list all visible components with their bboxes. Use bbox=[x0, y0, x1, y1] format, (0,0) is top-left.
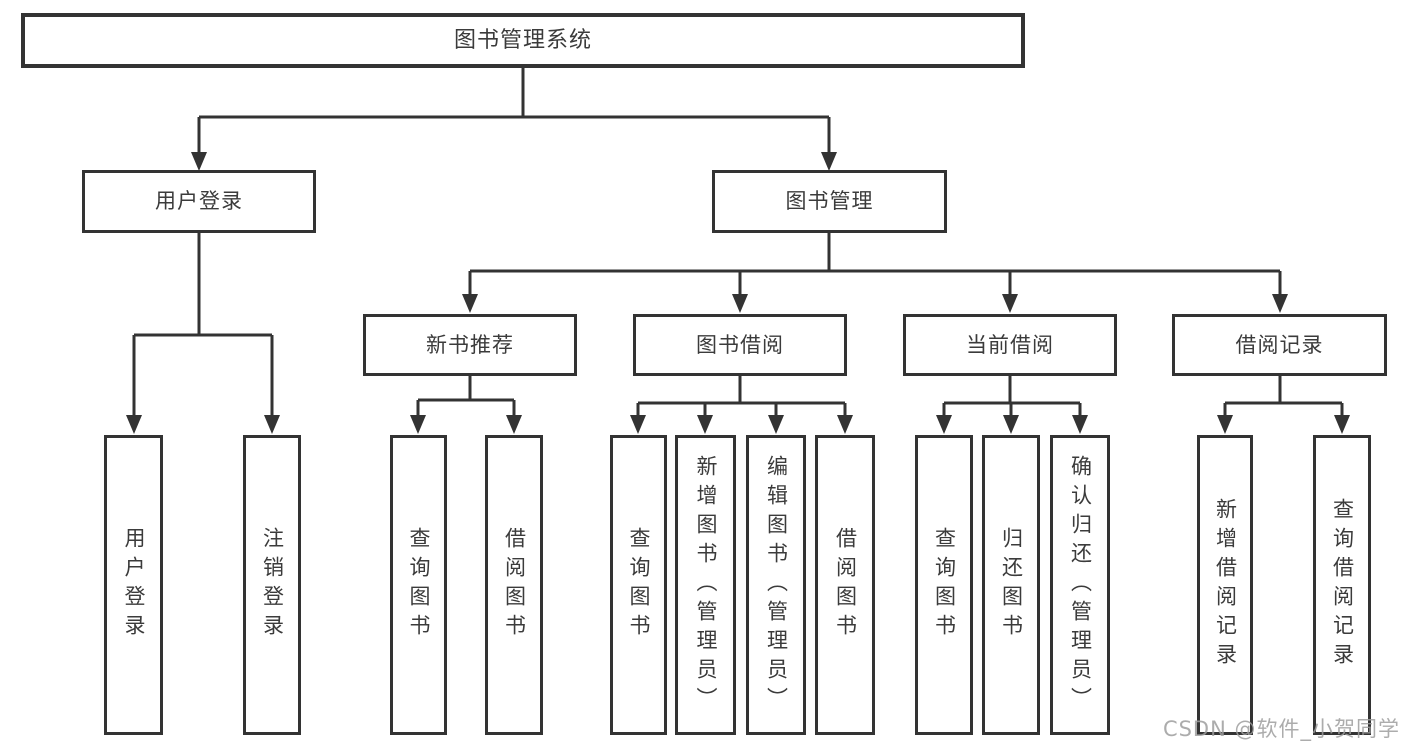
node-leaf-query-books-recommend: 查询图书 bbox=[390, 435, 447, 735]
arrowhead bbox=[1072, 415, 1088, 434]
connector-new-book-to-leaves bbox=[410, 376, 522, 434]
arrowhead bbox=[1217, 415, 1233, 434]
node-leaf-confirm-return-admin: 确认归还（管理员） bbox=[1050, 435, 1110, 735]
arrowhead bbox=[837, 415, 853, 434]
arrowhead bbox=[1272, 294, 1288, 313]
arrowhead bbox=[768, 415, 784, 434]
connector-current-borrow-to-leaves bbox=[936, 376, 1088, 434]
node-leaf-user-login: 用户登录 bbox=[104, 435, 163, 735]
arrowhead bbox=[1334, 415, 1350, 434]
arrowhead bbox=[697, 415, 713, 434]
arrowhead bbox=[126, 415, 142, 434]
node-book-management-branch: 图书管理 bbox=[712, 170, 947, 233]
node-leaf-add-books-admin: 新增图书（管理员） bbox=[675, 435, 736, 735]
node-leaf-add-borrow-record: 新增借阅记录 bbox=[1197, 435, 1253, 735]
node-borrow-records: 借阅记录 bbox=[1172, 314, 1387, 376]
node-user-login-branch: 用户登录 bbox=[82, 170, 316, 233]
arrowhead bbox=[936, 415, 952, 434]
connector-book-borrow-to-leaves bbox=[630, 376, 853, 434]
arrowhead bbox=[191, 152, 207, 171]
node-leaf-borrow-books-recommend: 借阅图书 bbox=[485, 435, 543, 735]
node-leaf-query-books-borrow: 查询图书 bbox=[610, 435, 667, 735]
node-new-book-recommend: 新书推荐 bbox=[363, 314, 577, 376]
arrowhead bbox=[506, 415, 522, 434]
node-current-borrow: 当前借阅 bbox=[903, 314, 1117, 376]
connector-root-to-level2 bbox=[191, 68, 837, 171]
arrowhead bbox=[462, 294, 478, 313]
node-leaf-edit-books-admin: 编辑图书（管理员） bbox=[746, 435, 806, 735]
connector-user-login-to-leaves bbox=[126, 233, 280, 434]
connector-borrow-records-to-leaves bbox=[1217, 376, 1350, 434]
arrowhead bbox=[410, 415, 426, 434]
node-leaf-query-books-current: 查询图书 bbox=[915, 435, 973, 735]
watermark: CSDN @软件_小贺同学 bbox=[1162, 717, 1400, 741]
arrowhead bbox=[1003, 415, 1019, 434]
node-leaf-return-books: 归还图书 bbox=[982, 435, 1040, 735]
node-leaf-logout: 注销登录 bbox=[243, 435, 301, 735]
arrowhead bbox=[630, 415, 646, 434]
node-leaf-query-borrow-record: 查询借阅记录 bbox=[1313, 435, 1371, 735]
connector-book-management-to-level3 bbox=[462, 233, 1288, 313]
node-root-system: 图书管理系统 bbox=[21, 13, 1025, 68]
arrowhead bbox=[1002, 294, 1018, 313]
node-book-borrow: 图书借阅 bbox=[633, 314, 847, 376]
arrowhead bbox=[821, 152, 837, 171]
node-leaf-borrow-books: 借阅图书 bbox=[815, 435, 875, 735]
arrowhead bbox=[264, 415, 280, 434]
arrowhead bbox=[732, 294, 748, 313]
